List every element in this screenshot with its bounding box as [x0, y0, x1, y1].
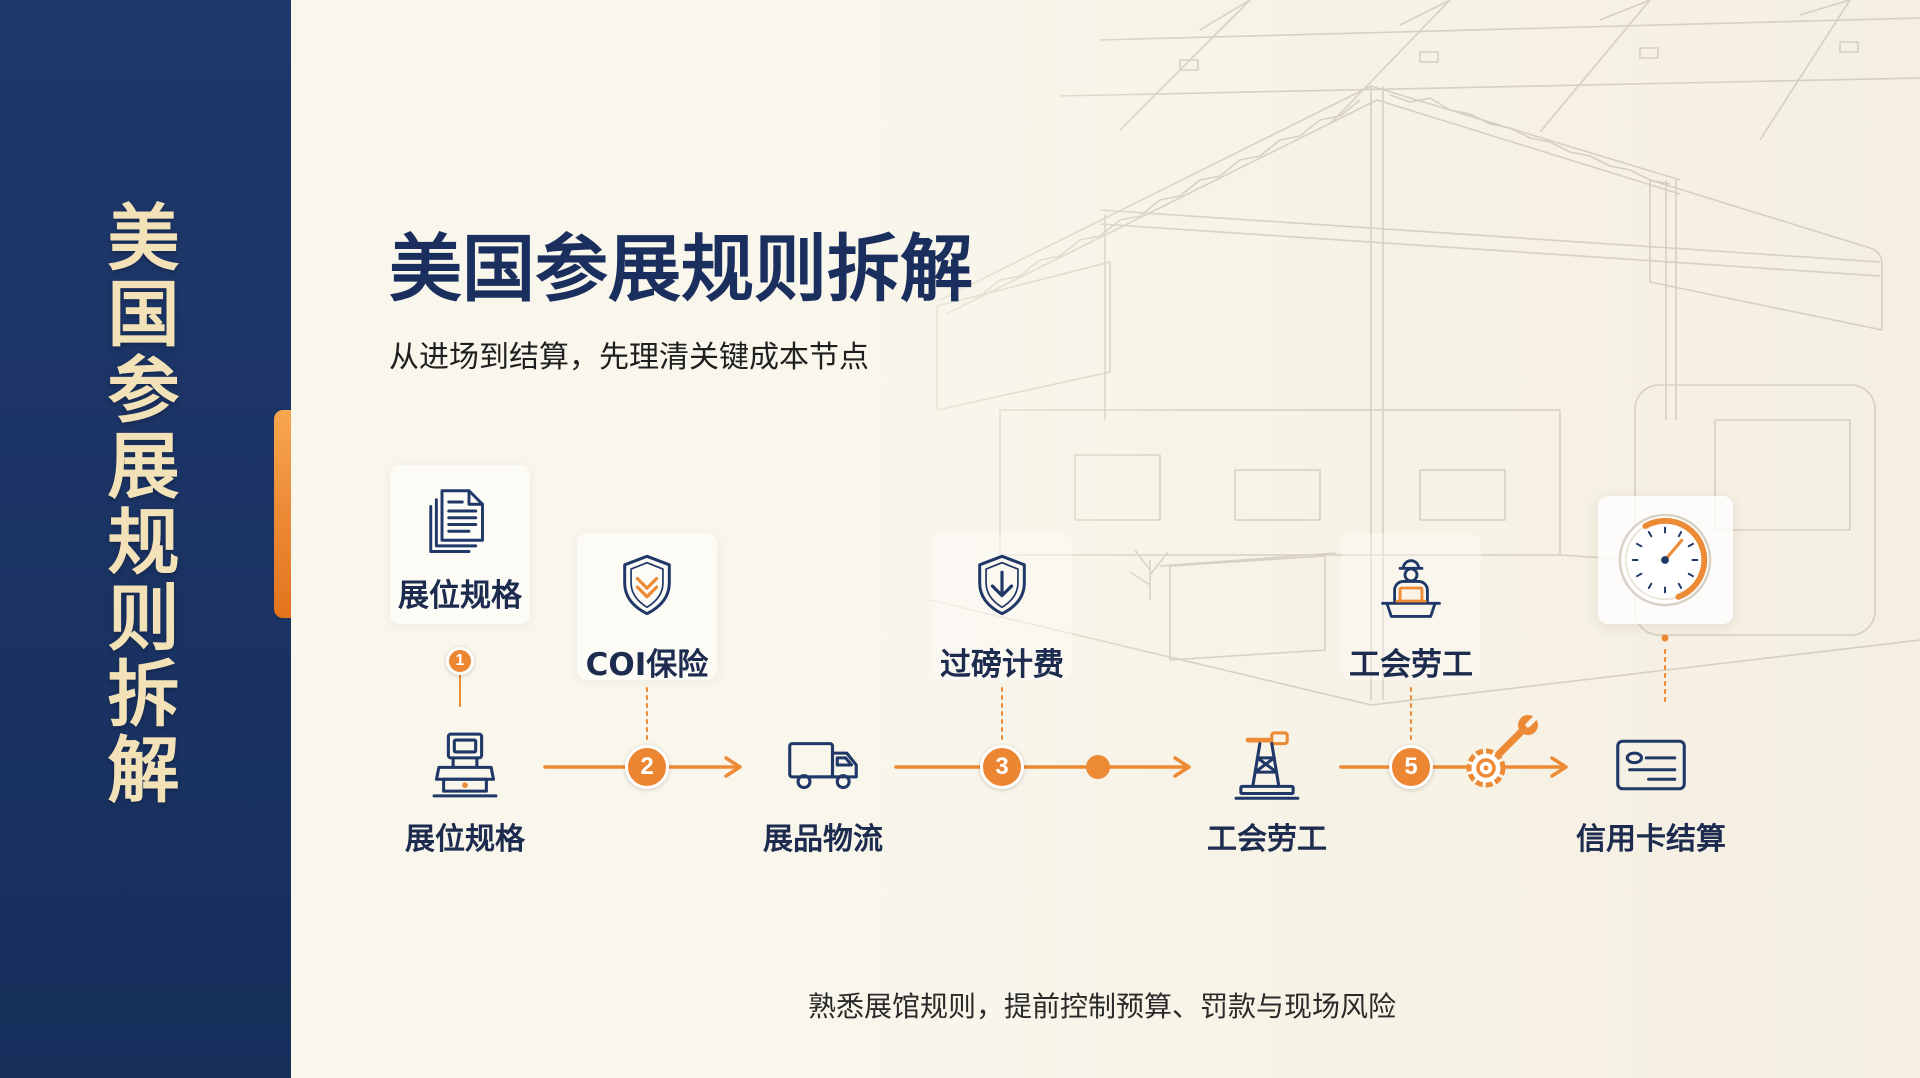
top-item-coi-insurance: COI保险 — [562, 533, 732, 683]
step-badge-3: 3 — [980, 745, 1024, 789]
top-item-gauge — [1580, 496, 1750, 624]
shield-check-icon — [623, 554, 671, 616]
arrow-1-head — [724, 756, 742, 778]
booth-kiosk-icon — [432, 732, 498, 798]
top-item-booth-spec: 展位规格 — [375, 465, 545, 624]
bottom-item-union-labor: 工会劳工 — [1167, 727, 1367, 861]
top-item-label: 展位规格 — [398, 578, 522, 614]
gauge-icon — [1618, 513, 1712, 607]
page-subtitle: 从进场到结算，先理清关键成本节点 — [389, 340, 869, 375]
bottom-item-label: 展位规格 — [405, 822, 525, 857]
footer-caption: 熟悉展馆规则，提前控制预算、罚款与现场风险 — [807, 990, 1396, 1023]
bottom-item-booth-spec: 展位规格 — [365, 727, 565, 861]
step-badge-2: 2 — [625, 745, 669, 789]
step-badge-5: 5 — [1389, 745, 1433, 789]
top-item-label: COI保险 — [585, 647, 709, 683]
sidebar-accent-tab — [274, 410, 291, 618]
truck-icon — [788, 742, 858, 790]
worker-desk-icon — [1381, 559, 1441, 618]
top-item-label: 过磅计费 — [940, 647, 1064, 683]
wrench-gear-icon — [1466, 712, 1541, 788]
top-item-weighing-fee: 过磅计费 — [917, 533, 1087, 683]
sidebar: 美国参展规则拆解 — [0, 0, 291, 1078]
crane-icon — [1234, 731, 1300, 800]
arrow-2-head — [1173, 756, 1191, 778]
bottom-item-label: 工会劳工 — [1207, 822, 1327, 857]
bottom-item-label: 信用卡结算 — [1576, 822, 1726, 857]
sidebar-vertical-title: 美国参展规则拆解 — [95, 200, 179, 808]
bottom-item-logistics: 展品物流 — [723, 727, 923, 861]
top-item-card — [1341, 533, 1481, 680]
credit-card-icon — [1616, 739, 1686, 791]
shield-download-icon — [978, 554, 1026, 616]
top-item-union-labor: 工会劳工 — [1326, 533, 1496, 683]
step-badge-1: 1 — [446, 647, 474, 675]
arrow-3-head — [1550, 756, 1568, 778]
bottom-item-label: 展品物流 — [763, 822, 883, 857]
arrow-2-dot — [1086, 755, 1110, 779]
gauge-connector-dot — [1661, 634, 1669, 642]
document-stack-icon — [429, 489, 484, 553]
page-title: 美国参展规则拆解 — [389, 227, 973, 312]
bottom-item-credit-card-settlement: 信用卡结算 — [1551, 727, 1751, 861]
top-item-label: 工会劳工 — [1349, 647, 1473, 683]
